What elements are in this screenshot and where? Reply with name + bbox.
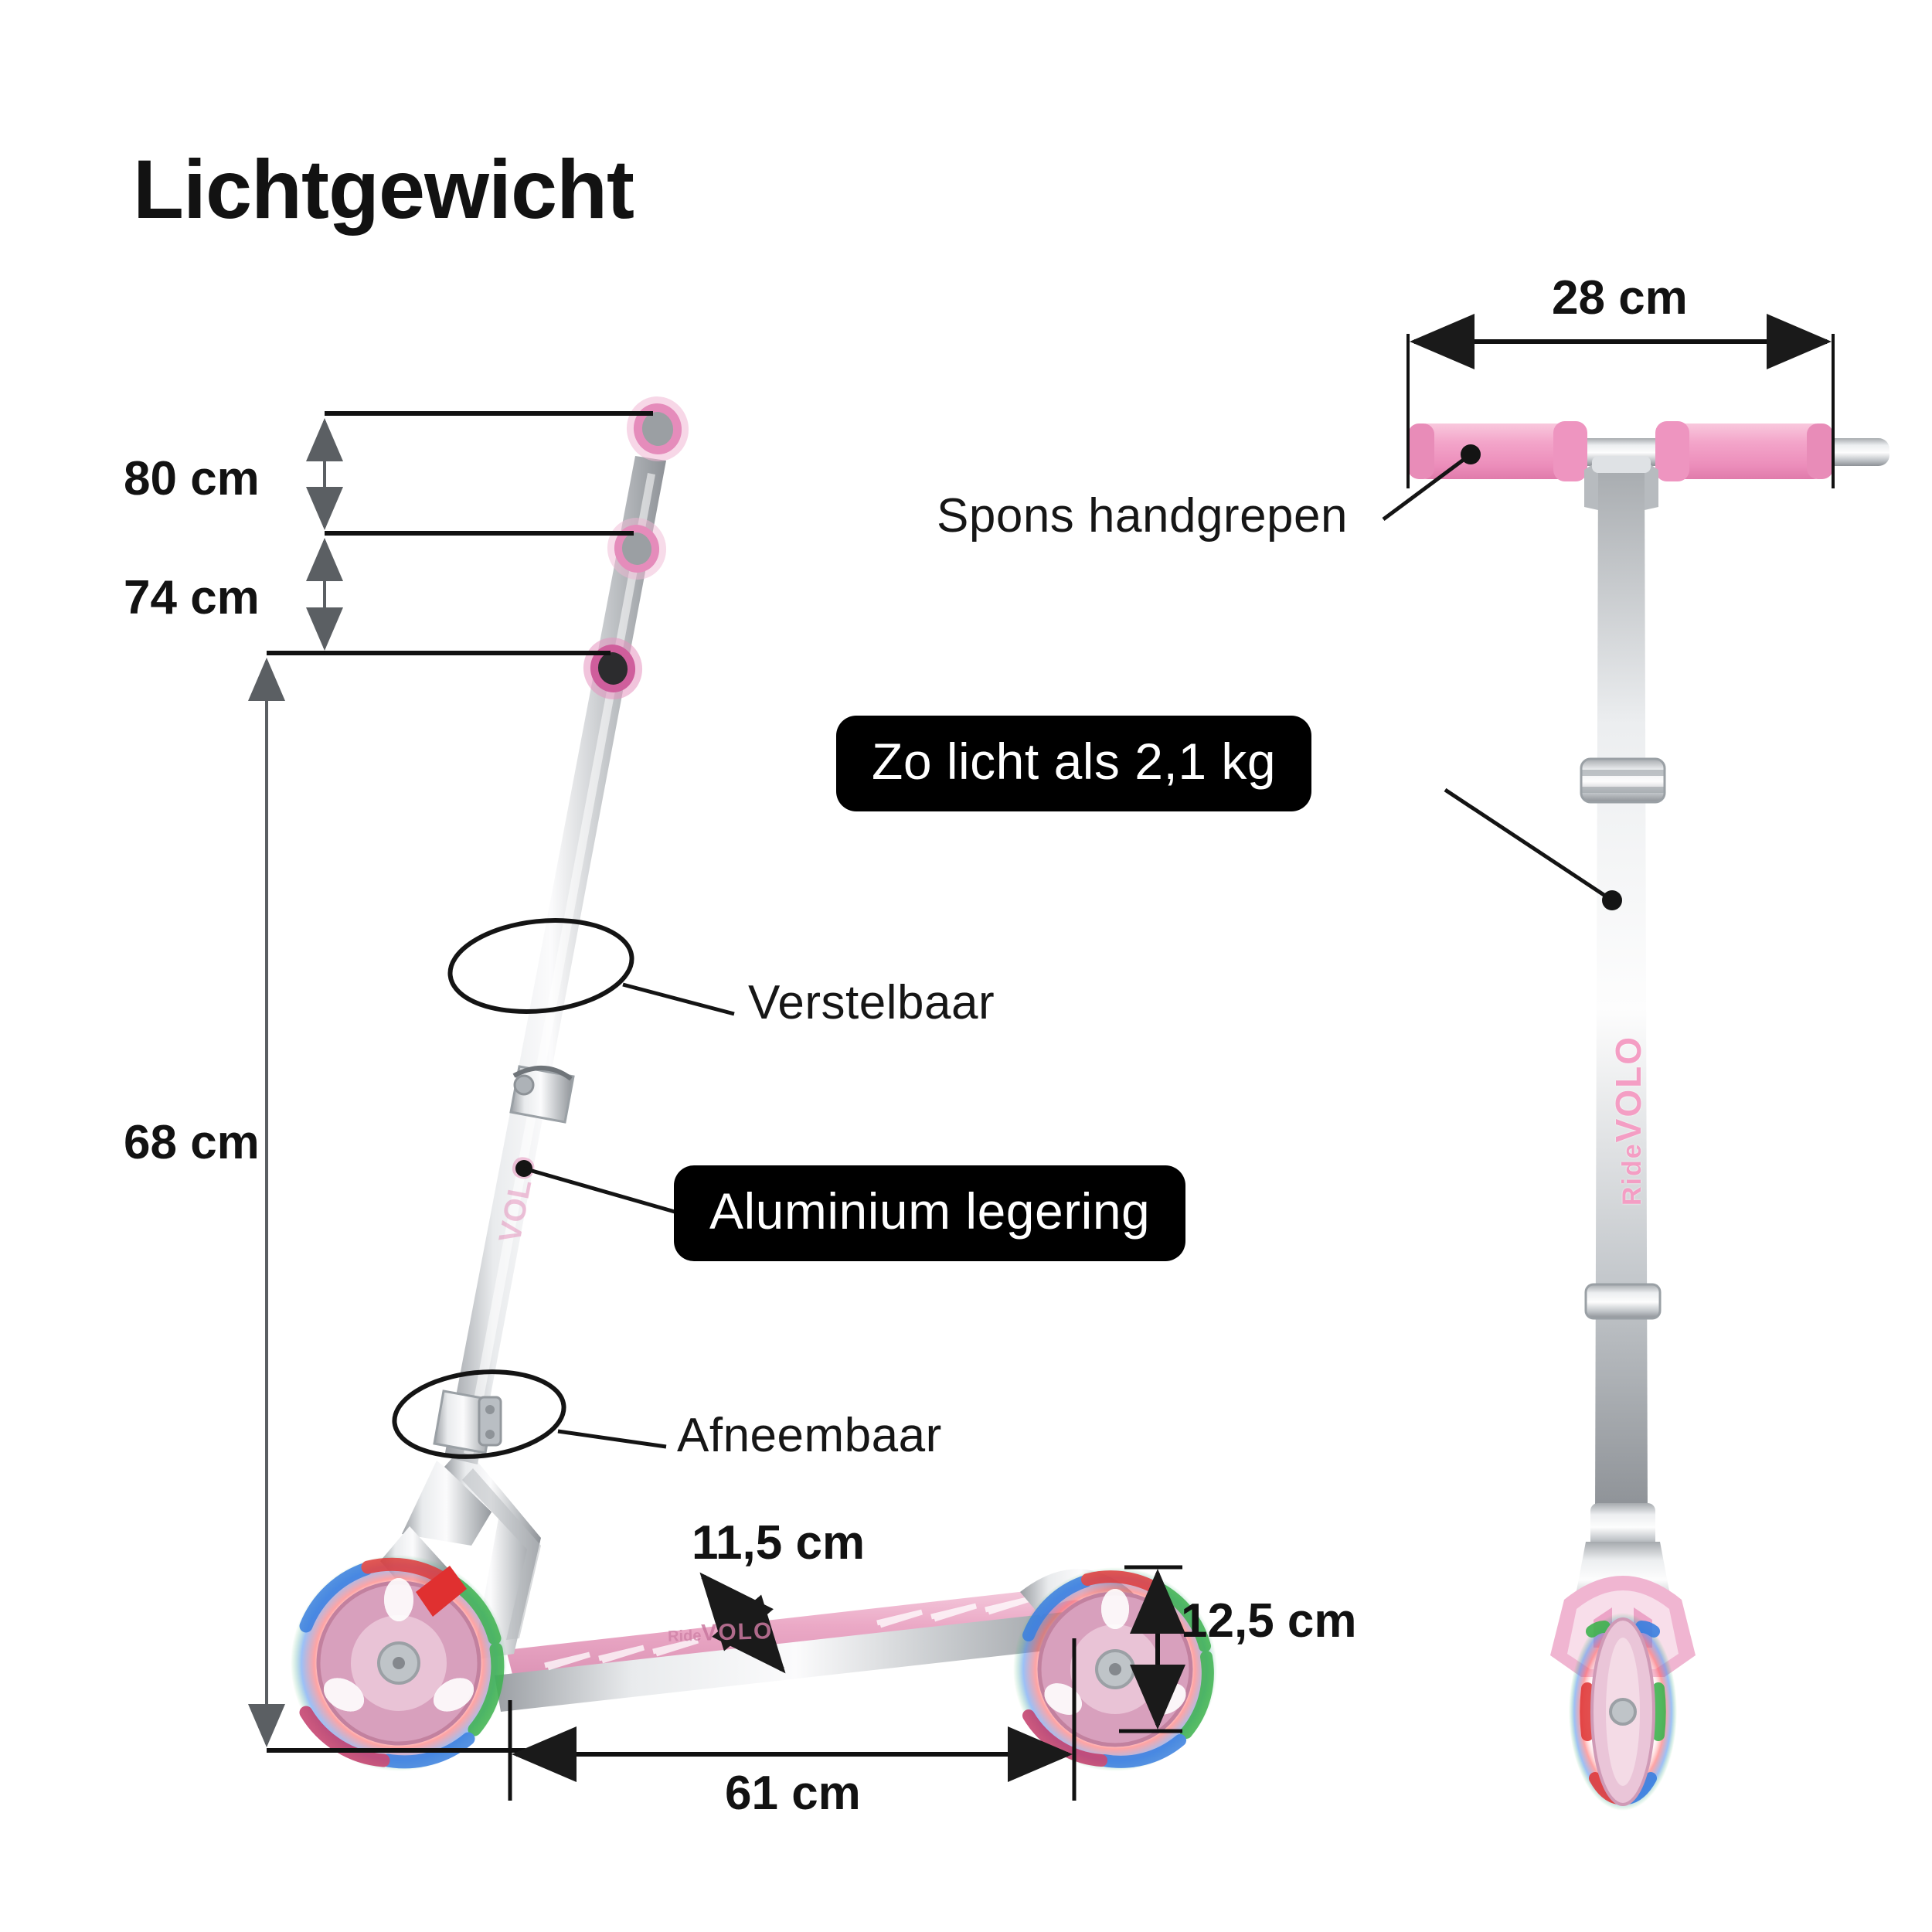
front-stem	[1584, 456, 1658, 1515]
folding-clamp	[433, 1389, 502, 1454]
deck	[495, 1563, 1122, 1712]
dimension-label-height-80: 80 cm	[124, 452, 260, 505]
front-wheel-led	[291, 1555, 507, 1771]
front-view-scooter	[1408, 421, 1889, 1811]
front-collar-clamp	[1580, 757, 1666, 804]
stem-brand-logo: RideVOLO	[1607, 1036, 1649, 1206]
stem-brand-prefix: Ride	[1617, 1142, 1647, 1206]
front-callout-leaders	[1382, 444, 1622, 910]
dimension-label-height-68: 68 cm	[124, 1116, 260, 1169]
feature-badge-material: Aluminium legering	[674, 1165, 1186, 1261]
feature-label-adjustable: Verstelbaar	[748, 976, 995, 1029]
feature-label-grips: Spons handgrepen	[937, 489, 1349, 543]
stem-brand-main: VOLO	[1608, 1035, 1648, 1143]
deck-brand-logo: RideVOLO	[668, 1618, 774, 1648]
side-callout-leaders	[392, 918, 735, 1459]
bottom-dimension-lines	[508, 1565, 1185, 1801]
front-lower-collar	[1584, 1283, 1662, 1320]
handlebar	[1408, 421, 1889, 481]
grip-right	[1655, 421, 1833, 481]
front-view-wheel-led	[1569, 1613, 1677, 1811]
deck-brand-main: VOLO	[700, 1618, 774, 1646]
height-adjust-rings	[583, 396, 689, 699]
dimension-label-length: 61 cm	[725, 1767, 861, 1820]
page-title: Lichtgewicht	[133, 142, 634, 236]
dimension-label-deck-height: 12,5 cm	[1181, 1594, 1357, 1648]
feature-label-detachable: Afneembaar	[677, 1409, 942, 1462]
handlebar-width-dimension	[1406, 314, 1835, 488]
riser	[444, 1445, 541, 1660]
side-view-scooter: VOLO	[291, 396, 1217, 1771]
adjust-clamp	[509, 1065, 575, 1124]
grip-left	[1408, 421, 1587, 481]
feature-badge-weight: Zo licht als 2,1 kg	[836, 716, 1312, 811]
deck-width-dimension	[699, 1572, 786, 1674]
deck-brand-prefix: Ride	[667, 1627, 702, 1645]
side-dimension-lines	[248, 411, 653, 1753]
dimension-label-handlebar-width: 28 cm	[1552, 271, 1688, 325]
dimension-label-deck-width: 11,5 cm	[692, 1516, 866, 1570]
stem	[444, 456, 666, 1464]
dimension-label-height-74: 74 cm	[124, 571, 260, 624]
